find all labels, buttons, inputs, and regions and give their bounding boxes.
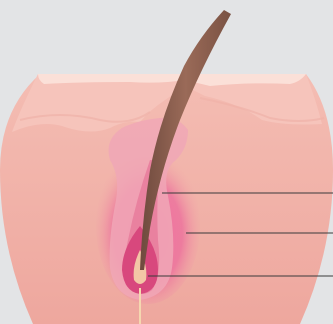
hair-follicle-diagram — [0, 0, 333, 324]
